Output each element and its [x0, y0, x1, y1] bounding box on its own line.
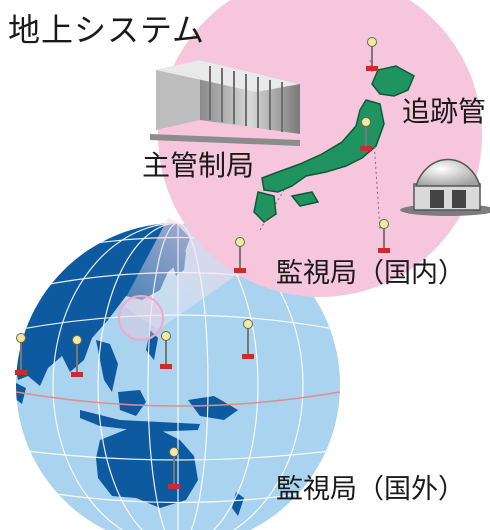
antenna-marker-icon	[378, 219, 390, 253]
radome-antenna-icon	[400, 158, 490, 216]
tracking-station-label: 追跡管	[402, 95, 487, 128]
diagram-title: 地上システム	[8, 11, 206, 49]
antenna-marker-icon	[71, 335, 83, 377]
antenna-marker-icon	[168, 447, 180, 489]
control-building-icon	[150, 60, 300, 146]
antenna-marker-icon	[360, 117, 372, 151]
antenna-marker-icon	[160, 331, 172, 369]
antenna-markers	[15, 37, 390, 489]
antenna-marker-icon	[242, 319, 254, 359]
main-control-station-label: 主管制局	[142, 149, 255, 182]
antenna-marker-icon	[366, 37, 378, 71]
antenna-marker-icon	[15, 333, 27, 375]
japan-map-icon	[253, 65, 415, 223]
antenna-marker-icon	[234, 237, 246, 273]
overseas-monitor-station-label: 監視局（国外）	[276, 474, 465, 505]
domestic-monitor-station-label: 監視局（国内）	[276, 258, 465, 289]
